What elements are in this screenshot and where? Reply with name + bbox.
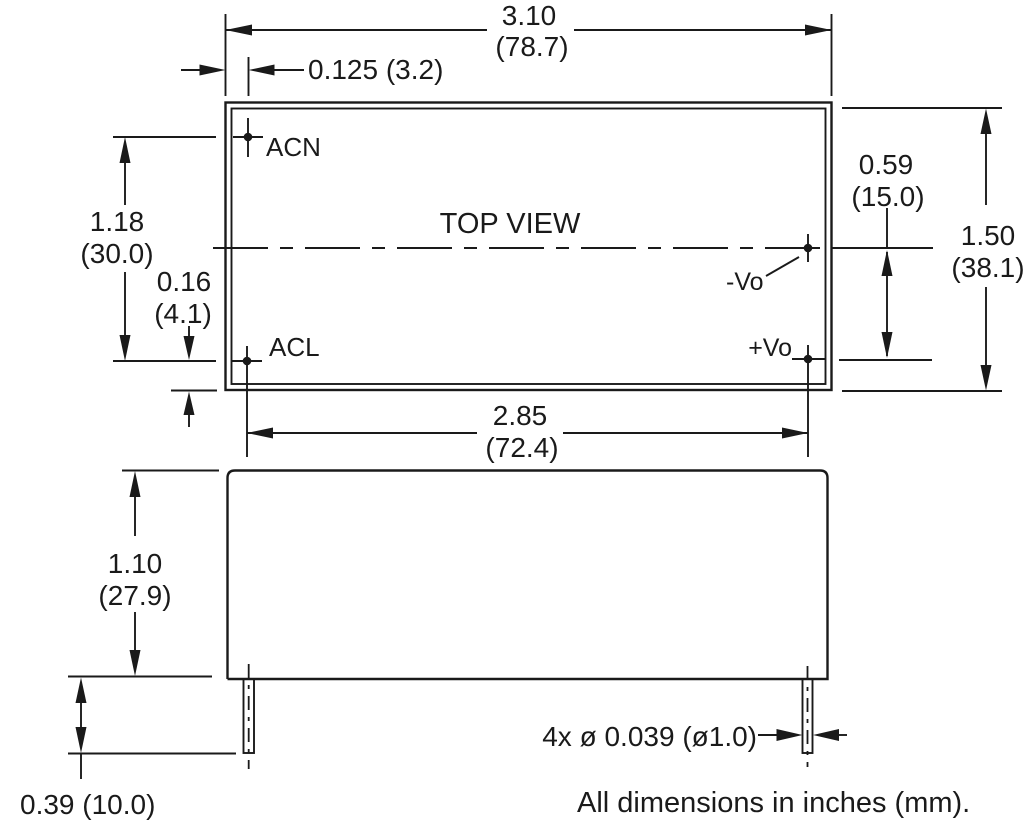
pin-label-acn: ACN [266, 132, 321, 162]
dim-body-width-mm: (78.7) [495, 31, 568, 62]
note-pin-diameter: 4x ø 0.039 (ø1.0) [542, 721, 847, 752]
footer-note: All dimensions in inches (mm). [577, 787, 970, 819]
pin-label-neg-vo: -Vo [726, 268, 764, 296]
pin-label-acl: ACL [269, 332, 320, 362]
dim-body-depth-in: 1.50 [961, 220, 1016, 251]
dim-body-height: 1.10 (27.9) [68, 469, 219, 678]
dim-body-height-mm: (27.9) [98, 580, 171, 611]
dim-body-width: 3.10 (78.7) [224, 0, 833, 96]
pin-label-pos-vo: +Vo [748, 334, 792, 362]
dim-col-spacing: 2.85 (72.4) [246, 345, 809, 463]
neg-vo-leader-line [765, 256, 800, 277]
pin-markers [232, 118, 826, 366]
dim-row-spacing-in: 1.18 [90, 206, 145, 237]
view-title: TOP VIEW [440, 208, 581, 240]
top-view-outline [224, 101, 833, 392]
dim-body-depth-mm: (38.1) [951, 252, 1024, 283]
pin-pos-vo [792, 354, 826, 364]
dim-edge-offset: 0.16 (4.1) [154, 266, 217, 427]
dim-col-spacing-in: 2.85 [493, 400, 548, 431]
side-view-outline [226, 469, 829, 769]
dim-vo-offset: 0.59 (15.0) [839, 149, 932, 361]
dim-pin-length: 0.39 (10.0) [20, 677, 236, 820]
dim-body-height-in: 1.10 [108, 548, 163, 579]
dim-vo-offset-in: 0.59 [859, 149, 914, 180]
dim-edge-offset-mm: (4.1) [154, 298, 212, 329]
dim-pin-length-label: 0.39 (10.0) [20, 789, 155, 820]
dim-col-spacing-mm: (72.4) [485, 432, 558, 463]
dim-vo-offset-mm: (15.0) [851, 181, 924, 212]
dim-row-spacing: 1.18 (30.0) [80, 136, 216, 362]
dim-pin-offset-label: 0.125 (3.2) [308, 54, 443, 85]
note-pin-diameter-label: 4x ø 0.039 (ø1.0) [542, 721, 757, 752]
dim-row-spacing-mm: (30.0) [80, 238, 153, 269]
dim-pin-offset: 0.125 (3.2) [181, 54, 443, 96]
dim-body-width-in: 3.10 [502, 0, 557, 31]
dim-body-depth: 1.50 (38.1) [842, 107, 1024, 392]
pin-neg-vo [803, 234, 813, 262]
pin-acn [233, 118, 263, 157]
dim-edge-offset-in: 0.16 [157, 266, 212, 297]
